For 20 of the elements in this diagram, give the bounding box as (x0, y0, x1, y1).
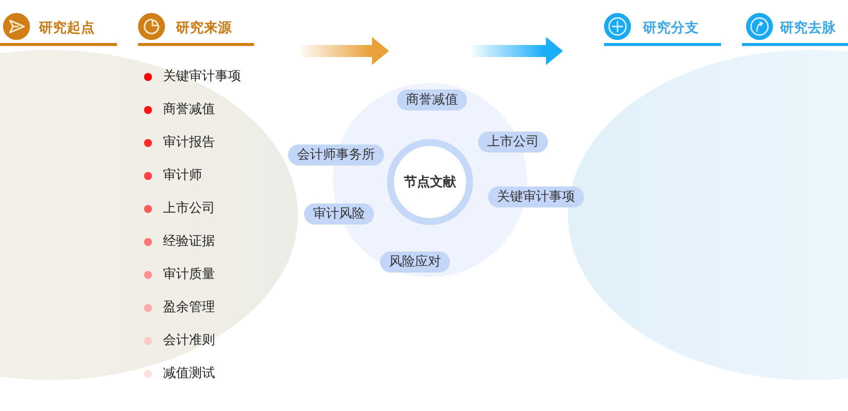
list-item: 盈余管理 (163, 300, 215, 316)
list-item: 审计质量 (163, 267, 215, 283)
list-item: 上市公司 (163, 201, 215, 217)
keyword-tag: 审计风险 (304, 204, 374, 224)
keyword-tag: 商誉减值 (397, 90, 467, 110)
list-item: 减值测试 (163, 366, 215, 382)
section-heading: 研究去脉 (780, 20, 836, 37)
list-item: 审计师 (163, 168, 202, 184)
keyword-tag: 上市公司 (478, 132, 548, 152)
section-heading: 研究起点 (39, 20, 95, 37)
section-heading: 研究分支 (643, 20, 699, 37)
keyword-tag: 会计师事务所 (288, 144, 384, 166)
list-item: 关键审计事项 (163, 69, 241, 85)
section-heading: 研究来源 (176, 20, 232, 37)
list-item: 会计准则 (163, 333, 215, 349)
keyword-tag: 关键审计事项 (488, 186, 584, 208)
keyword-tag: 风险应对 (380, 252, 450, 272)
list-item: 商誉减值 (163, 102, 215, 118)
list-item: 审计报告 (163, 135, 215, 151)
list-item: 经验证据 (163, 234, 215, 250)
